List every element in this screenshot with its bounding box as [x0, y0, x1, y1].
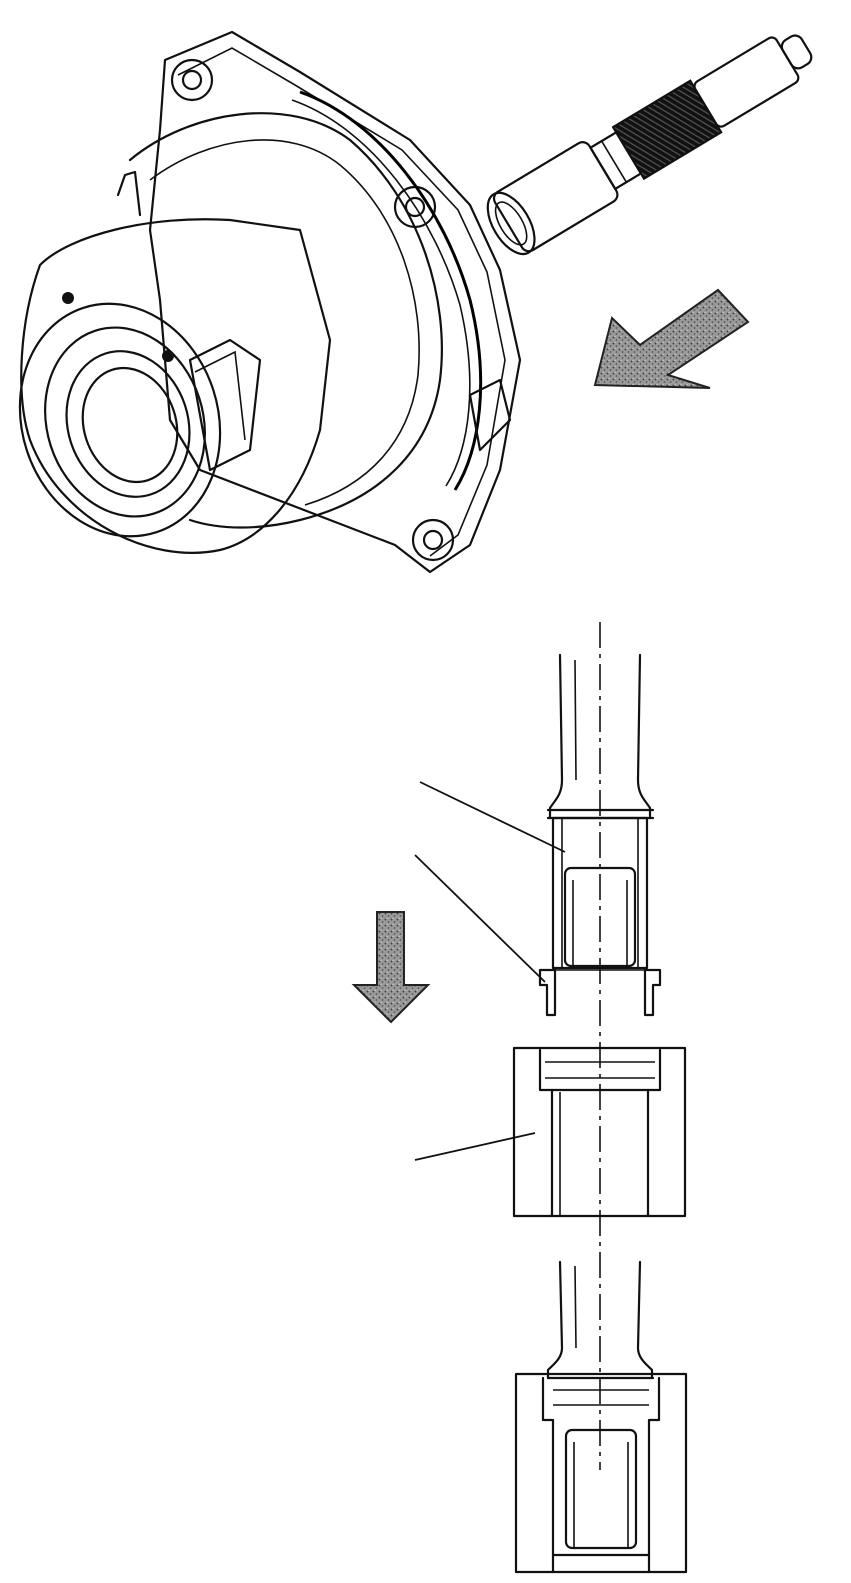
bore-inner [81, 366, 179, 484]
diagonal-direction-arrow [593, 288, 750, 389]
mounting-flange [148, 30, 522, 574]
front-face-ring [44, 326, 206, 518]
leader-line-housing [414, 1132, 536, 1161]
bolt-hole-top-left [170, 58, 214, 102]
tool-shaft-tip [780, 34, 813, 70]
gasket-ring [299, 90, 483, 491]
housing-key-notch [188, 338, 262, 472]
leader-line-seal [414, 854, 546, 983]
face-hole-right [162, 350, 174, 362]
seal [538, 968, 662, 1017]
seal-sleeve [551, 816, 649, 970]
flange-inner-edge [177, 47, 506, 557]
housing-cone [128, 112, 443, 529]
down-direction-arrow [351, 911, 431, 1024]
bore-outer [65, 350, 191, 498]
leader-line-sleeve [419, 781, 566, 853]
flange-lug [468, 378, 512, 452]
front-cylinder [20, 218, 332, 554]
tool-knurled-grip [611, 79, 723, 181]
face-hole-left [62, 292, 74, 304]
housing-drawing [18, 30, 522, 574]
housing-bore [512, 1046, 687, 1218]
side-rib [116, 170, 142, 217]
installer-tool-drawing [486, 34, 813, 256]
front-face-outer [18, 302, 222, 538]
assembled-installation [514, 1260, 688, 1574]
bolt-hole-bottom [411, 518, 455, 562]
tool-sleeve-opening [486, 191, 536, 256]
